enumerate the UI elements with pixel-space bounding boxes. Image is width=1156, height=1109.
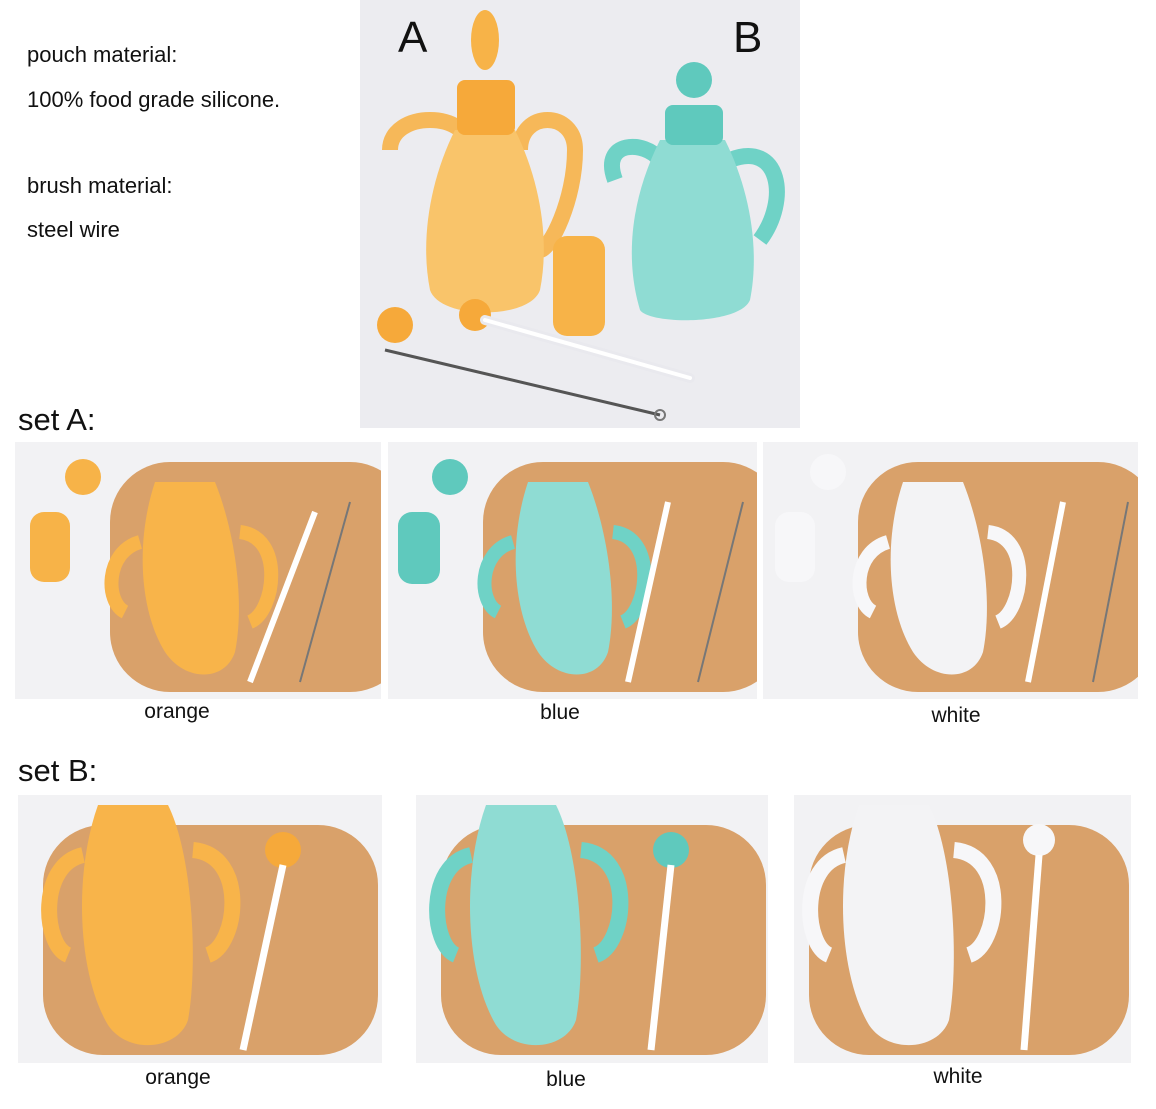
set-a-white-caption: white	[931, 704, 981, 727]
set-b-orange-caption: orange	[145, 1066, 211, 1089]
brush-material-label: brush material:	[27, 173, 173, 198]
label-a: A	[398, 13, 428, 62]
set-b-orange-photo	[18, 795, 382, 1063]
set-a-orange-photo	[15, 442, 381, 699]
pouch-material-label: pouch material:	[27, 42, 178, 67]
set-b-heading: set B:	[18, 753, 98, 788]
brush-material-value: steel wire	[27, 217, 120, 242]
orange-bottle-a	[382, 10, 584, 313]
set-b-blue-caption: blue	[546, 1068, 586, 1091]
set-a-heading: set A:	[18, 402, 96, 437]
pouch-material-value: 100% food grade silicone.	[27, 87, 281, 112]
label-b: B	[733, 13, 763, 62]
hero-illustration	[360, 0, 800, 428]
set-b-white-caption: white	[933, 1065, 983, 1088]
set-a-blue-caption: blue	[540, 701, 580, 724]
set-a-orange-caption: orange	[144, 700, 210, 723]
set-a-blue-photo	[388, 442, 757, 699]
set-a-white-photo	[763, 442, 1138, 699]
blue-bottle-b	[604, 62, 785, 321]
hero-product-photo: A B	[360, 0, 800, 428]
set-b-white-photo	[794, 795, 1131, 1063]
set-b-blue-photo	[416, 795, 768, 1063]
